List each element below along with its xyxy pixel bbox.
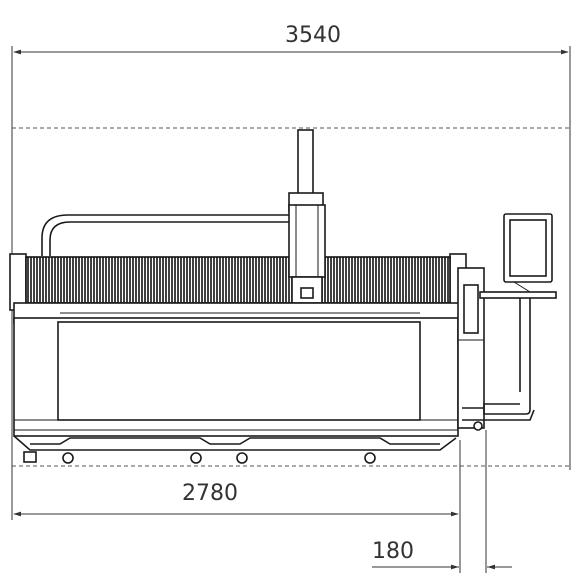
side-offset-label: 180 xyxy=(372,539,414,564)
cutting-head-body xyxy=(288,204,326,278)
right-side-inset xyxy=(463,284,479,334)
bed-width-dimension: 2780 xyxy=(13,440,461,573)
overall-width-label: 3540 xyxy=(285,23,341,48)
bed-width-label: 2780 xyxy=(182,481,238,506)
laser-cutting-machine xyxy=(9,129,557,464)
control-monitor xyxy=(462,213,557,421)
left-end-block xyxy=(9,253,27,311)
envelope-outline xyxy=(12,127,570,467)
gantry-rack xyxy=(25,256,451,304)
cutting-head-lamp xyxy=(300,287,314,299)
bed-inner-panel xyxy=(57,321,421,421)
z-axis-column xyxy=(297,129,314,195)
overall-width-dimension: 3540 xyxy=(11,23,571,520)
side-offset-dimension: 180 xyxy=(372,430,512,573)
caster-wheels xyxy=(23,421,483,464)
